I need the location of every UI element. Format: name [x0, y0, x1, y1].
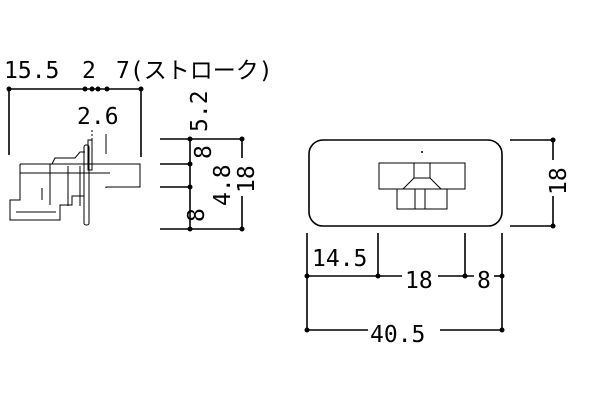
dim-stroke: 7(ストローク)	[116, 58, 273, 84]
dim-8-upper: 8	[191, 145, 217, 159]
dim-2-6: 2.6	[77, 104, 119, 130]
dim-2: 2	[82, 58, 96, 84]
side-view: 15.5 2 7(ストローク) 2.6 5.2 8	[4, 58, 273, 232]
dim-8-right: 8	[477, 268, 491, 294]
dim-14-5: 14.5	[312, 246, 367, 272]
dim-18-width: 18	[405, 268, 433, 294]
dim-40-5: 40.5	[370, 322, 425, 348]
dim-18-height: 18	[546, 167, 572, 195]
dim-5-2: 5.2	[187, 90, 213, 132]
dim-4-8: 4.8	[210, 164, 236, 206]
dim-18-side: 18	[234, 165, 260, 193]
dim-15-5: 15.5	[4, 58, 59, 84]
dim-8-lower: 8	[184, 208, 210, 222]
front-view: 18 14.5 18 8 40.5	[304, 137, 572, 348]
